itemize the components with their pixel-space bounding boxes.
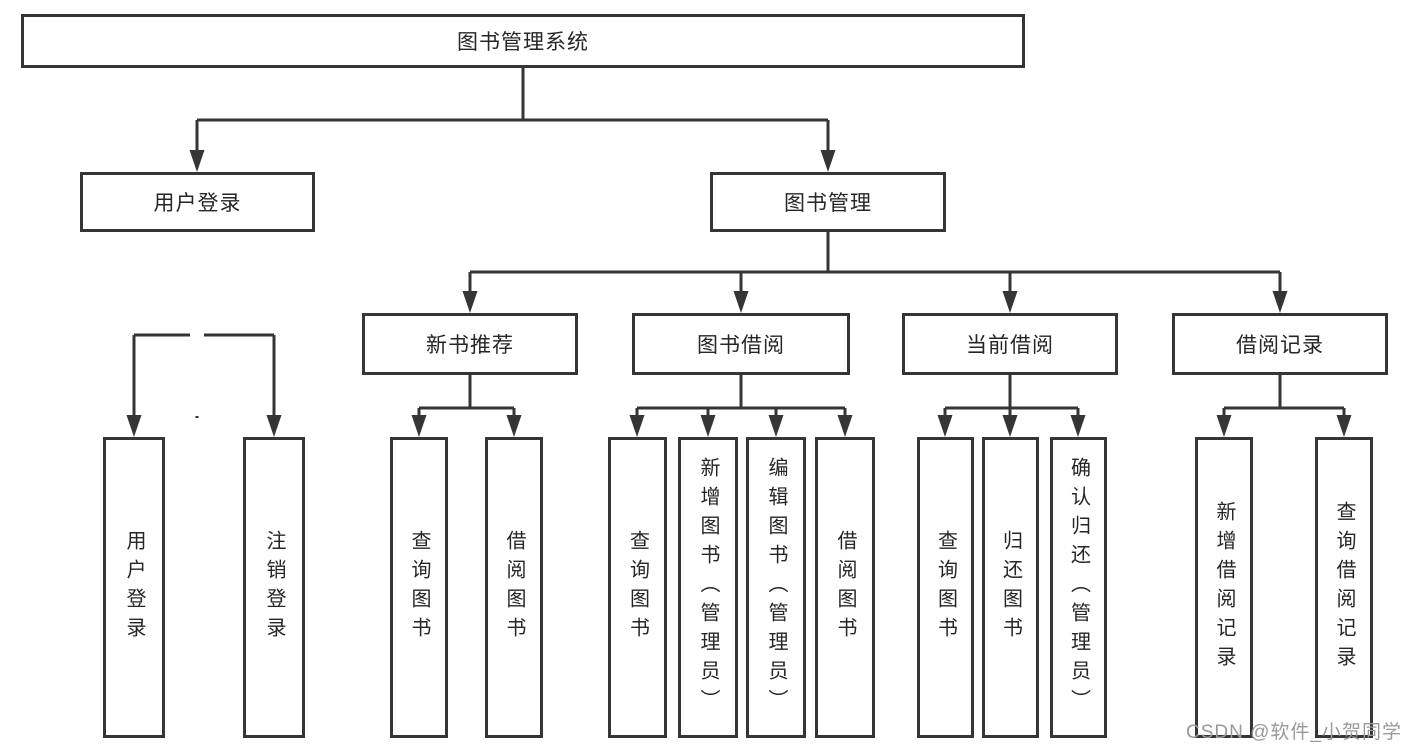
node-user-login: 用户登录 bbox=[80, 172, 315, 232]
leaf-add-borrow-record: 新增借阅记录 bbox=[1195, 437, 1253, 738]
node-label: 新增图书（管理员） bbox=[697, 457, 719, 718]
node-label: 图书管理系统 bbox=[457, 31, 589, 54]
node-book-borrowing: 图书借阅 bbox=[632, 313, 850, 375]
node-label: 注销登录 bbox=[263, 529, 285, 646]
node-book-management: 图书管理 bbox=[710, 172, 946, 232]
leaf-query-borrow-record: 查询借阅记录 bbox=[1315, 437, 1373, 738]
leaf-query-books-borrow: 查询图书 bbox=[608, 437, 667, 738]
leaf-borrow-books-recommend: 借阅图书 bbox=[485, 437, 543, 738]
node-label: 查询借阅记录 bbox=[1333, 500, 1355, 675]
leaf-query-books-current: 查询图书 bbox=[917, 437, 974, 738]
leaf-user-login: 用户登录 bbox=[103, 437, 165, 738]
leaf-query-books-recommend: 查询图书 bbox=[390, 437, 448, 738]
node-label: 图书管理 bbox=[784, 192, 872, 215]
leaf-return-books: 归还图书 bbox=[982, 437, 1039, 738]
node-label: 用户登录 bbox=[123, 529, 145, 646]
node-current-borrowing: 当前借阅 bbox=[902, 313, 1118, 375]
node-label: 借阅图书 bbox=[834, 529, 856, 646]
csdn-watermark: CSDN @软件_小贺同学 bbox=[1186, 722, 1402, 743]
leaf-add-book-admin: 新增图书（管理员） bbox=[678, 437, 738, 738]
node-label: 查询图书 bbox=[626, 529, 649, 646]
leaf-logout: 注销登录 bbox=[243, 437, 305, 738]
node-label: 查询图书 bbox=[934, 529, 957, 646]
node-label: 归还图书 bbox=[999, 529, 1022, 646]
node-label: 当前借阅 bbox=[966, 334, 1054, 357]
node-label: 借阅图书 bbox=[503, 529, 525, 646]
node-new-book-recommendation: 新书推荐 bbox=[362, 313, 578, 375]
node-library-management-system: 图书管理系统 bbox=[21, 14, 1025, 68]
node-label: 新书推荐 bbox=[426, 334, 514, 357]
leaf-confirm-return-admin: 确认归还（管理员） bbox=[1050, 437, 1107, 738]
node-label: 图书借阅 bbox=[697, 334, 785, 357]
node-label: 借阅记录 bbox=[1236, 334, 1324, 357]
node-label: 用户登录 bbox=[153, 192, 242, 215]
node-label: 编辑图书（管理员） bbox=[765, 457, 787, 718]
leaf-edit-book-admin: 编辑图书（管理员） bbox=[746, 437, 806, 738]
node-label: 确认归还（管理员） bbox=[1067, 457, 1090, 718]
node-label: 新增借阅记录 bbox=[1213, 500, 1235, 675]
leaf-borrow-books: 借阅图书 bbox=[815, 437, 875, 738]
node-label: 查询图书 bbox=[408, 529, 430, 646]
node-borrowing-records: 借阅记录 bbox=[1172, 313, 1388, 375]
